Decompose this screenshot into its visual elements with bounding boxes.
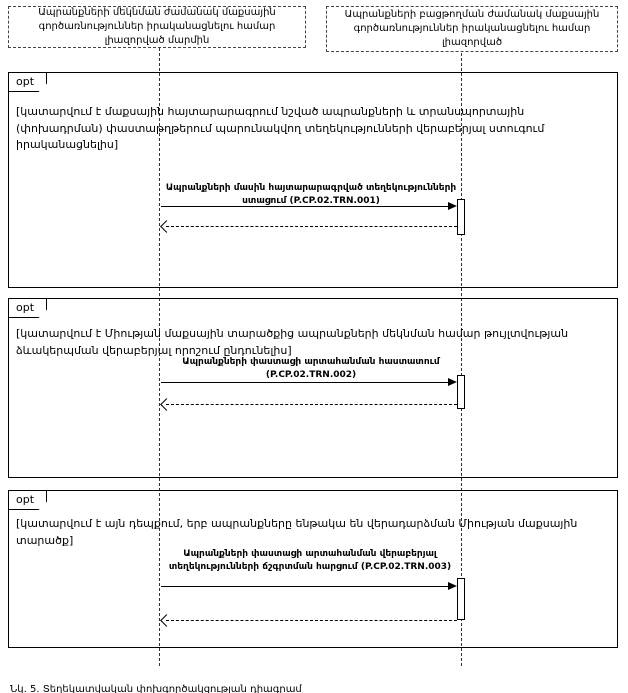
opt-operator-label-3: opt (9, 491, 47, 510)
actor-label-departure: Ապրանքների մեկնման ժամանակ մաքսային գործ… (38, 7, 276, 46)
return-arrow-2 (166, 404, 457, 405)
message-arrowhead-icon-2 (448, 378, 457, 386)
lifeline-release-authority (461, 53, 462, 666)
activation-bar-2 (457, 375, 465, 409)
figure-caption: Նկ. 5. Տեղեկատվական փոխգործակցության դիա… (10, 684, 302, 693)
opt-fragment-3: opt (8, 490, 618, 648)
guard-condition-3: [կատարվում է այն դեպքում, երբ ապրանքները… (16, 517, 578, 547)
opt-operator-label-2: opt (9, 299, 47, 318)
actor-box-release-authority: Ապրանքների բացթողման ժամանակ մաքսային գո… (326, 6, 618, 52)
message-arrow-3 (161, 586, 449, 587)
opt-fragment-1: opt (8, 72, 618, 288)
message-arrow-1 (161, 206, 449, 207)
lifeline-departure-authority (159, 48, 160, 666)
actor-box-departure-authority: Ապրանքների մեկնման ժամանակ մաքսային գործ… (8, 6, 306, 48)
message-label-3: Ապրանքների փաստացի արտահանման վերաբերյալ… (168, 549, 452, 572)
opt-fragment-2: opt (8, 298, 618, 478)
return-arrow-3 (166, 620, 457, 621)
guard-condition-2: [կատարվում է Միության մաքսային տարածքից … (16, 327, 569, 357)
message-arrowhead-icon-3 (448, 582, 457, 590)
message-label-1: Ապրանքների մասին հայտարարագրված տեղեկութ… (165, 183, 457, 206)
opt-operator-label-1: opt (9, 73, 47, 92)
guard-condition-1: [կատարվում է մաքսային հայտարարագրում նշվ… (16, 105, 545, 151)
activation-bar-3 (457, 578, 465, 620)
return-arrow-1 (166, 226, 457, 227)
message-arrow-2 (161, 382, 449, 383)
message-arrowhead-icon-1 (448, 202, 457, 210)
actor-label-release: Ապրանքների բացթողման ժամանակ մաքսային գո… (344, 9, 600, 48)
activation-bar-1 (457, 199, 465, 235)
message-label-2: Ապրանքների փաստացի արտահանման հաստատում … (182, 357, 440, 380)
